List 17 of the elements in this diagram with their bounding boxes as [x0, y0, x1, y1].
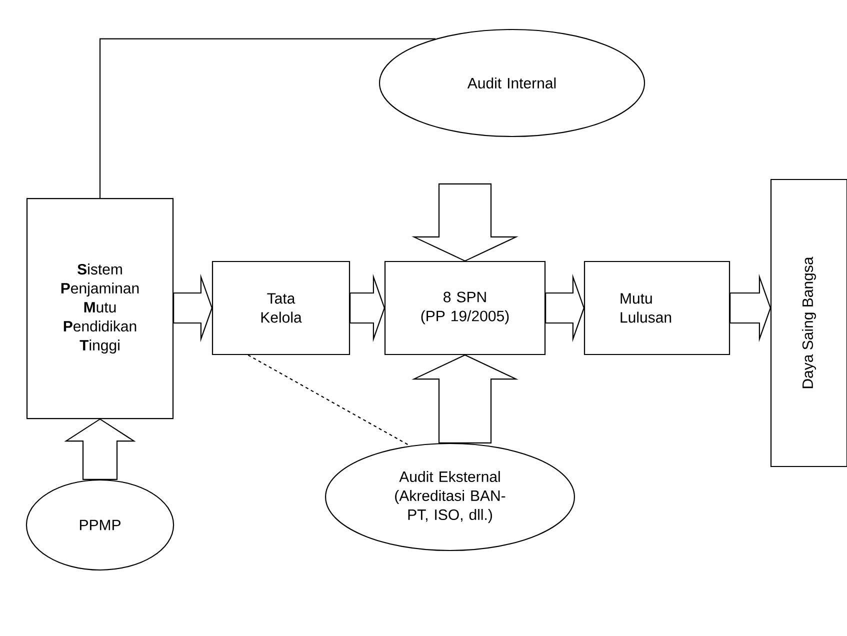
ellipse-node: Audit Internal — [378, 28, 646, 138]
process-box: Mutu Lulusan — [584, 260, 730, 356]
block-arrow — [350, 274, 386, 342]
connector-line — [99, 38, 436, 198]
output-box: Daya Saing Bangsa — [770, 178, 847, 468]
block-arrow — [412, 354, 518, 444]
block-arrow — [64, 418, 136, 480]
block-arrow — [173, 274, 213, 342]
connector-line — [248, 354, 410, 446]
block-arrow — [412, 183, 518, 262]
ellipse-node: PPMP — [26, 479, 174, 571]
block-arrow — [730, 274, 772, 342]
block-arrow — [545, 274, 585, 342]
process-box: 8 SPN (PP 19/2005) — [384, 260, 546, 356]
ellipse-node: Audit Eksternal (Akreditasi BAN-PT, ISO, dll.) — [325, 442, 575, 552]
process-box: Sistem Penjaminan Mutu Pendidikan Tinggi — [26, 198, 174, 420]
process-box: Tata Kelola — [212, 260, 350, 356]
